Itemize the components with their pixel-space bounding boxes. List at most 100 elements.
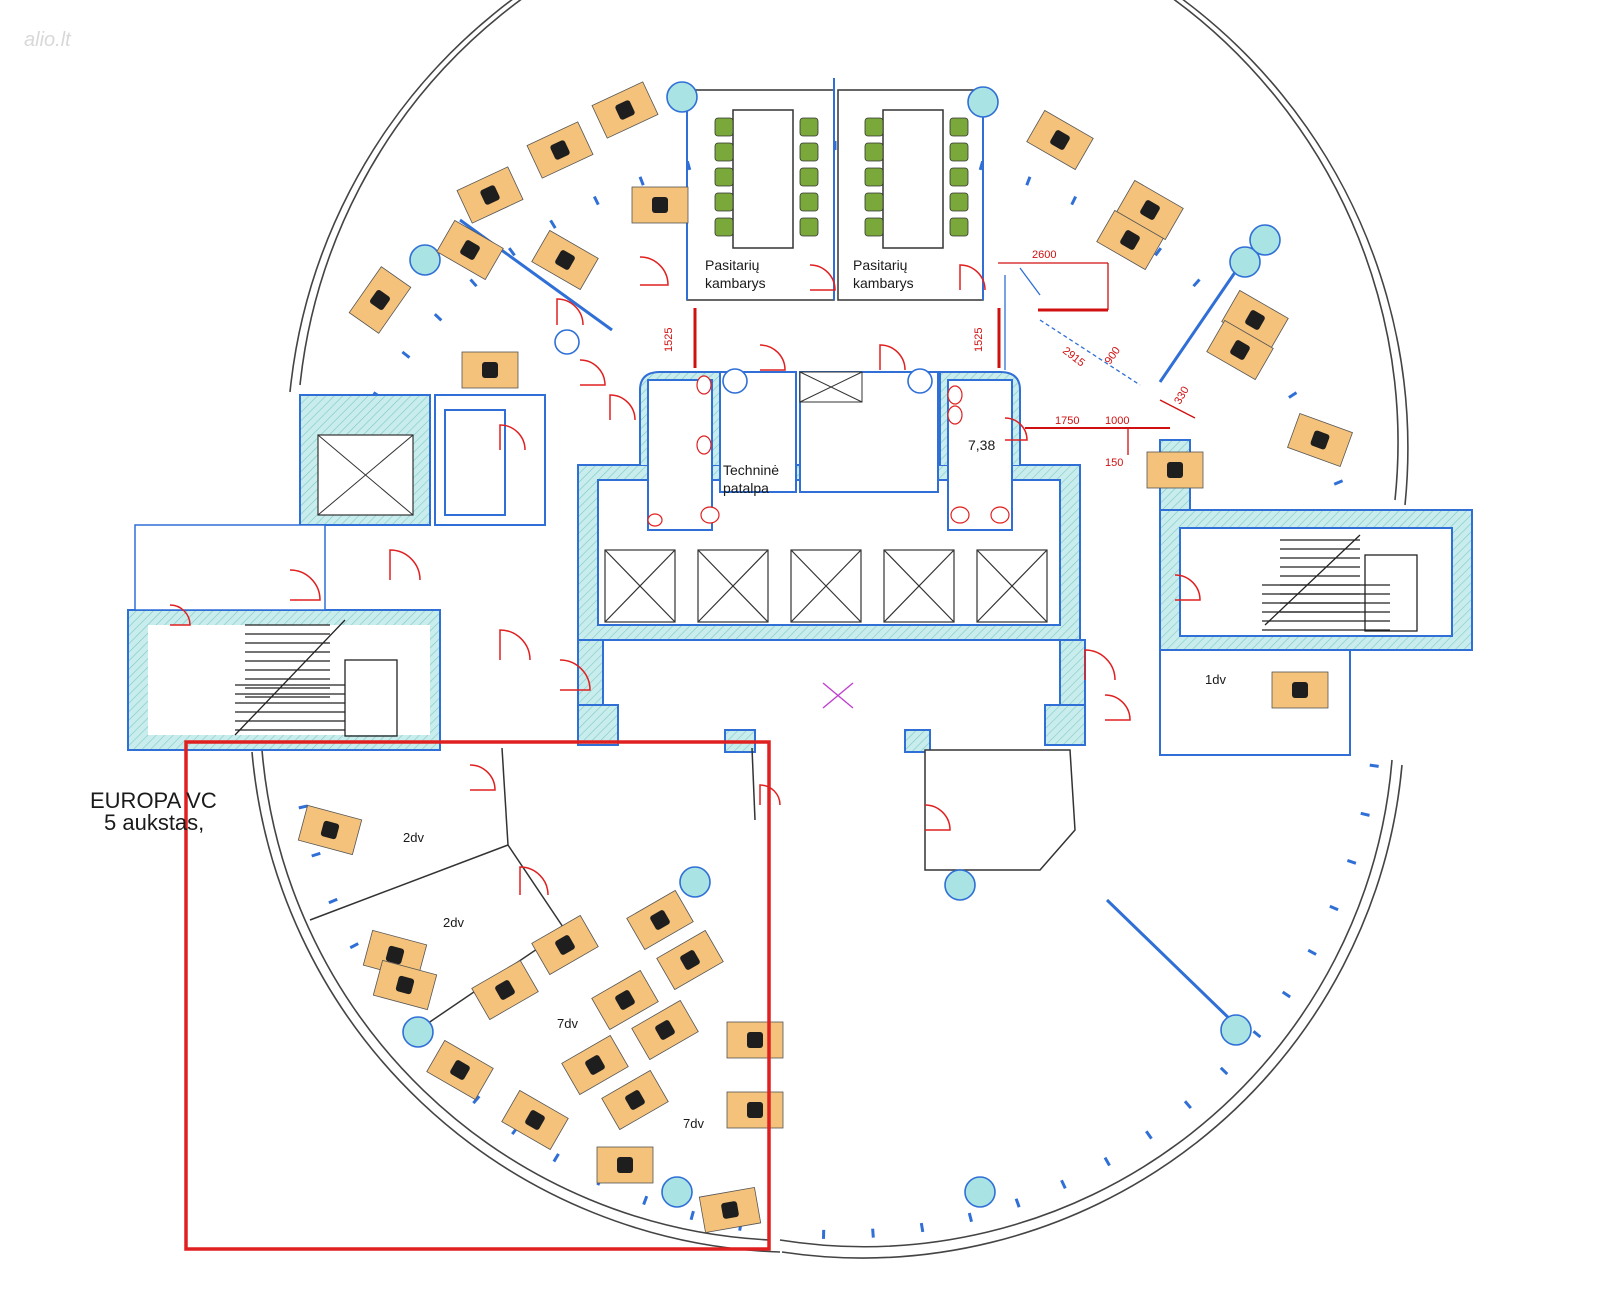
mullion bbox=[1145, 1130, 1153, 1140]
workstation bbox=[1287, 412, 1353, 468]
right-stairs bbox=[1262, 534, 1418, 632]
chair bbox=[555, 250, 575, 270]
workstation bbox=[1026, 109, 1094, 171]
door-swing bbox=[519, 866, 549, 896]
dim-2600: 2600 bbox=[1032, 249, 1056, 261]
chair bbox=[1310, 430, 1330, 450]
chair bbox=[1140, 200, 1160, 220]
workstation bbox=[626, 889, 694, 951]
door-swing bbox=[469, 764, 496, 791]
mullion bbox=[311, 851, 321, 858]
column bbox=[1220, 1014, 1252, 1046]
meeting-chair bbox=[949, 167, 969, 187]
meeting-chair bbox=[799, 192, 819, 212]
meeting-chair bbox=[799, 117, 819, 137]
door-swing bbox=[289, 569, 321, 601]
meeting-chair bbox=[864, 117, 884, 137]
workstation bbox=[501, 1089, 569, 1151]
meeting-chair bbox=[714, 142, 734, 162]
elevator-cross bbox=[976, 549, 1048, 623]
workstation bbox=[426, 1039, 494, 1101]
door-swing bbox=[759, 344, 786, 371]
mullion bbox=[1360, 811, 1370, 817]
chair bbox=[495, 980, 515, 1000]
mullion bbox=[328, 897, 338, 905]
chair bbox=[1120, 230, 1140, 250]
workstation bbox=[456, 166, 524, 224]
office-7dv-a-label: 7dv bbox=[557, 1016, 578, 1031]
elevators bbox=[604, 549, 1048, 623]
dim-150: 150 bbox=[1105, 457, 1123, 469]
door-swing bbox=[169, 604, 191, 626]
mullion bbox=[1070, 195, 1078, 206]
column bbox=[679, 866, 711, 898]
office-7dv-b-label: 7dv bbox=[683, 1116, 704, 1131]
watermark: alio.lt bbox=[24, 29, 72, 51]
workstation bbox=[1271, 671, 1329, 709]
workstation bbox=[526, 121, 594, 179]
chair bbox=[370, 290, 390, 310]
mullion bbox=[1060, 1179, 1067, 1189]
meeting-chair bbox=[714, 167, 734, 187]
meeting-chair bbox=[799, 142, 819, 162]
mullion bbox=[871, 1228, 875, 1238]
door-swing bbox=[1104, 694, 1131, 721]
outer-wall bbox=[251, 0, 1409, 1259]
workstation bbox=[348, 266, 412, 334]
chair bbox=[655, 1020, 675, 1040]
chair bbox=[625, 1090, 645, 1110]
elevator-cross bbox=[697, 549, 769, 623]
mullion bbox=[1154, 247, 1162, 257]
workstation bbox=[726, 1091, 784, 1129]
mullion bbox=[592, 195, 600, 206]
mullion bbox=[1346, 859, 1357, 865]
door-swing bbox=[1174, 574, 1201, 601]
mullion bbox=[1333, 479, 1344, 486]
mullion bbox=[689, 1210, 695, 1221]
workstation bbox=[1206, 319, 1274, 381]
mullion bbox=[642, 1195, 649, 1206]
stair-break bbox=[1264, 534, 1361, 626]
meeting-rooms bbox=[686, 78, 984, 301]
chair bbox=[1292, 682, 1308, 698]
meeting-chair bbox=[714, 217, 734, 237]
workstation bbox=[591, 969, 659, 1031]
meeting-chair bbox=[714, 117, 734, 137]
elevator-cross bbox=[790, 549, 862, 623]
stair-landing bbox=[1364, 554, 1418, 632]
workstation bbox=[726, 1021, 784, 1059]
meeting-chair bbox=[714, 192, 734, 212]
door-swing bbox=[609, 394, 636, 421]
door-swing bbox=[579, 359, 606, 386]
dim-1525-right: 1525 bbox=[973, 328, 985, 352]
chair bbox=[650, 910, 670, 930]
meeting-room-2-label-line2: kambarys bbox=[853, 275, 914, 291]
meeting-chair bbox=[799, 217, 819, 237]
columns bbox=[402, 81, 1281, 1208]
lobby-box bbox=[924, 749, 1076, 871]
door-swing bbox=[1004, 417, 1028, 441]
stair-break bbox=[234, 619, 346, 736]
door-swing bbox=[879, 344, 906, 371]
area-label: 7,38 bbox=[968, 437, 995, 453]
mullion bbox=[1103, 1156, 1111, 1167]
dim-330: 330 bbox=[1172, 385, 1192, 407]
meeting-chair bbox=[799, 167, 819, 187]
chair bbox=[585, 1055, 605, 1075]
column bbox=[967, 86, 999, 118]
workstation bbox=[631, 186, 689, 224]
chair bbox=[617, 1157, 633, 1173]
mullion bbox=[1014, 1198, 1021, 1208]
chair bbox=[721, 1201, 739, 1219]
chair bbox=[615, 990, 635, 1010]
workstation bbox=[531, 229, 599, 291]
door-swing bbox=[809, 264, 836, 291]
column bbox=[964, 1176, 996, 1208]
toilets bbox=[647, 375, 1010, 527]
dim-1000: 1000 bbox=[1105, 415, 1129, 427]
chair bbox=[1245, 310, 1265, 330]
meeting-chair bbox=[864, 192, 884, 212]
meeting-chair bbox=[864, 142, 884, 162]
workstation bbox=[631, 999, 699, 1061]
mullion bbox=[1219, 1066, 1229, 1076]
